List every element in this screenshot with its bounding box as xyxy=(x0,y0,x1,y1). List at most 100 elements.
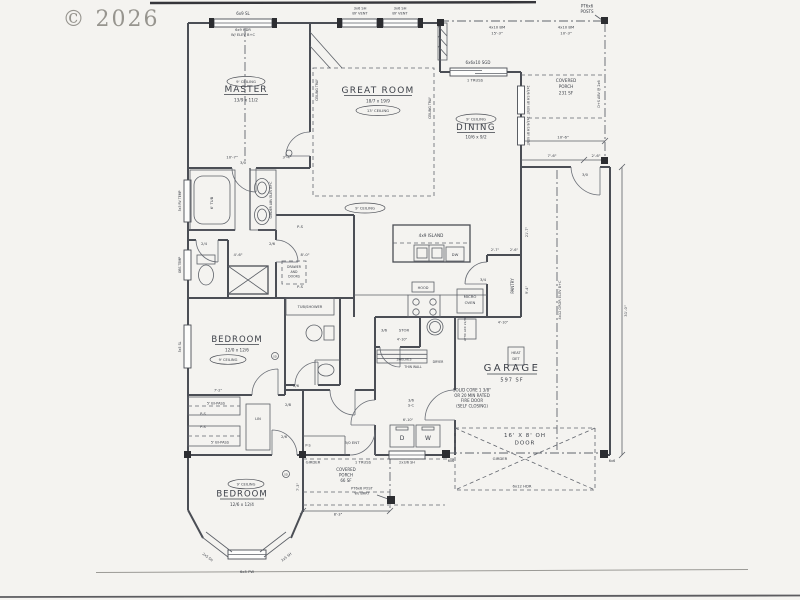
dim-porch-rear-2: 7'-6" xyxy=(548,153,557,158)
toilet-window xyxy=(183,249,192,281)
heat-det-2: DET xyxy=(512,357,520,361)
dim-bath-hall-1: 4'-6" xyxy=(234,252,243,257)
sgd-label: 6x6x10 SGD xyxy=(466,60,491,65)
shower xyxy=(227,265,269,295)
fire-door-note-3: FIRE DOOR xyxy=(461,398,483,403)
beam1-length: 15'-3" xyxy=(491,31,503,36)
kitchen-island xyxy=(392,224,471,263)
sink-2 xyxy=(254,205,270,225)
entry-door-label: 3/0 ENT xyxy=(345,440,361,445)
closet-builtin-3: DOORS xyxy=(288,275,300,279)
bedroom-mid-size: 12/0 x 12/6 xyxy=(225,348,249,353)
dimension-labels: 10'-7" 3'-4" 4'-6" 8'-0" 7'-2" 10'-6" 7'… xyxy=(214,135,628,517)
gr-window1-label: 3x6 SH xyxy=(354,7,367,11)
gr-window2-vent: BY VENT xyxy=(392,12,408,16)
linen-closet xyxy=(245,403,271,451)
ceiling-tray-left: CEILING TRAY xyxy=(315,79,319,101)
dishwasher xyxy=(445,246,465,262)
great-room-ceiling-badge: 13' CEILING xyxy=(367,108,389,113)
gr-window1-vent: BY VENT xyxy=(352,12,368,16)
dining-window-1 xyxy=(517,85,525,115)
tub-shower-2 xyxy=(285,297,335,316)
toilet-window-label: OBS TEMP xyxy=(178,257,182,273)
dim-master-1: 10'-7" xyxy=(226,155,238,160)
post-6x6-left: 6x6 xyxy=(448,459,455,463)
beam2-label: 4x10 BM xyxy=(558,25,575,30)
master-room-size: 13/9 x 11/2 xyxy=(234,98,258,103)
entry-closet-shelf-pole: P-S xyxy=(305,444,310,448)
garage-header-label: 6x12 HDR xyxy=(512,484,531,489)
beam2-length: 10'-3" xyxy=(560,31,572,36)
dining-room-size: 10/6 x 9/2 xyxy=(465,135,487,140)
beam1-label: 4x10 BM xyxy=(489,25,506,30)
dining-window-2 xyxy=(517,116,525,146)
water-heater xyxy=(426,318,444,336)
hood-box xyxy=(411,281,435,293)
posts xyxy=(184,17,608,504)
dim-garage-1: 21'-7" xyxy=(525,226,529,237)
closet-builtin-outline xyxy=(281,260,307,285)
fixtures xyxy=(187,149,525,478)
front-truss-label: 1 TRUSS xyxy=(355,460,372,465)
wic-shelf-pole-1: P-S xyxy=(297,224,304,229)
smoke-detector-2 xyxy=(282,470,290,478)
tub-label: 6' TUB xyxy=(209,196,214,209)
dim-porch-front-1: 8'-3" xyxy=(334,513,343,517)
dim-hall: 7'-2" xyxy=(214,389,222,393)
master-room-name: MASTER xyxy=(224,85,267,95)
tub-shower-label: TUB/SHOWER xyxy=(297,305,323,309)
bedroom-mid-ceiling-badge: 9' CEILING xyxy=(219,358,238,362)
dim-bath-hall-2: 8'-0" xyxy=(301,252,310,257)
porch-edge-note: D+S ABV @ 2x6 xyxy=(597,80,601,107)
vanity xyxy=(249,169,277,231)
bath-window-label: 5x3 RV TEMP xyxy=(178,191,182,212)
island-label: 4x9 ISLAND xyxy=(419,233,444,238)
shelves-label: SHELVES xyxy=(397,358,412,362)
garage-door-size-1: 3/6 xyxy=(408,399,414,403)
porch-posts-label-2: POSTS xyxy=(580,9,594,14)
porch-front-label-1: COVERED xyxy=(336,467,356,472)
toilet2-tank xyxy=(323,325,335,341)
attic-access xyxy=(457,318,477,340)
heat-det-1: HEAT xyxy=(511,351,521,355)
garage-girder-label: GIRDER xyxy=(493,456,508,461)
smoke-detector-1-label: SD xyxy=(273,354,277,358)
dim-porch-rear-1: 10'-6" xyxy=(557,135,569,140)
garage-girder-note: 4x12 GRDR ELEV B+C xyxy=(558,280,562,319)
sgd-truss-label: 1 TRUSS xyxy=(467,78,484,83)
great-room-name: GREAT ROOM xyxy=(342,86,415,96)
dim-pantry-2: 2'-6" xyxy=(510,248,519,252)
garage-name: GARAGE xyxy=(484,363,541,374)
bedroom-mid-window xyxy=(183,324,192,369)
vaulted-ceiling-outline xyxy=(312,67,435,197)
oh-door-label-1: 16' X 8' OH xyxy=(504,433,546,439)
dining-window1-label: 2x3/6 SH BY VENT xyxy=(526,86,530,115)
smoke-detector-2-label: SD xyxy=(284,472,288,476)
dim-garage-2: 9'-4" xyxy=(525,286,529,294)
toilet2-bowl xyxy=(305,324,323,342)
tub xyxy=(193,175,231,225)
dim-porch-front-2: 7'-3" xyxy=(296,483,300,491)
hood-label: HOOD xyxy=(418,286,429,290)
bay-window-left-label: 2x5 SH xyxy=(202,552,214,563)
wic-shelf-pole-2: P-S xyxy=(297,284,304,289)
stor-door-size: 3/6 xyxy=(381,328,388,333)
sliding-glass-door xyxy=(449,67,508,77)
closet-builtin-2: AND xyxy=(290,270,298,274)
thin-wall-label: THIN WALL xyxy=(403,365,422,369)
master-hdr-label-1: 6x9 HDR xyxy=(235,28,251,32)
porch-front-label-2: PORCH xyxy=(339,473,353,478)
post-6x6-right: 6x6 xyxy=(609,459,616,463)
sink-1 xyxy=(254,178,270,198)
bedroom-mid-window-label: 5x5 SL xyxy=(178,341,182,352)
oh-door-label-2: DOOR xyxy=(515,441,536,447)
bipass-label-2: 5' BI-PASS xyxy=(211,441,230,445)
bedroom-front-name: BEDROOM xyxy=(216,490,267,500)
room-labels: 9' CEILING MASTER 13/9 x 11/2 GREAT ROOM… xyxy=(209,76,576,507)
porch-rear-label-2: PORCH xyxy=(559,84,574,89)
toilet-door-size: 2/4 xyxy=(201,241,208,246)
heat-detector-box xyxy=(507,346,525,366)
bedroom-mid-name: BEDROOM xyxy=(211,335,262,345)
